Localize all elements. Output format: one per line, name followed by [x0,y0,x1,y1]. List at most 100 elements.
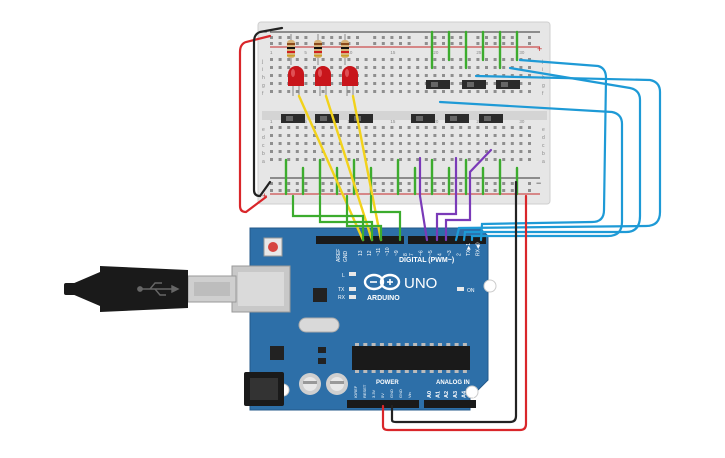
power-header [347,400,419,408]
row-letter: f [542,91,544,97]
slide-switch-top-1[interactable] [426,80,450,89]
purple-wires[interactable] [418,148,493,242]
slide-switch-top-2[interactable] [462,80,486,89]
arduino-logo-icon [363,273,401,291]
green-wires-to-board[interactable] [291,194,402,242]
led-l-icon [349,272,356,276]
digital-header-left [316,236,404,244]
row-letter: e [262,127,265,133]
column-number: 30 [519,119,525,124]
power-pin-label: GND [389,389,394,398]
resistor-3[interactable] [341,34,349,65]
power-label: POWER [376,380,399,386]
top-plus-label: + [537,44,542,54]
switch-channel-1[interactable] [281,114,305,123]
digital-pin-label: 4 [438,253,444,256]
row-letter: i [542,67,543,73]
capacitor-2 [326,373,348,395]
digital-pwm-label: DIGITAL (PWM~) [399,257,454,264]
led-1[interactable] [288,66,304,96]
switch-channel-4[interactable] [411,114,435,123]
uno-label: UNO [404,275,437,292]
regulator [270,346,284,360]
row-letter: d [542,135,545,141]
dc-power-jack[interactable] [244,372,284,406]
power-pin-label: 3.3V [371,389,376,398]
row-letter: c [542,143,545,149]
digital-pin-label: ~10 [385,247,391,256]
column-number: 20 [433,50,439,55]
led-tx-label: TX [338,287,345,293]
led-tx-icon [349,287,356,291]
led-on-icon [457,287,464,291]
switch-channel-3[interactable] [349,114,373,123]
switch-channel-5[interactable] [445,114,469,123]
gnd-label: GND [343,251,349,263]
analog-pin-label: A4 [461,390,467,398]
column-number: 5 [304,119,307,124]
crystal [298,317,340,333]
column-number: 20 [433,119,439,124]
slide-switch-top-3[interactable] [496,80,520,89]
analog-pin-label: A3 [453,391,459,398]
led-l-label: L [342,273,345,279]
usb-port[interactable] [231,265,291,313]
row-letter: j [261,59,263,65]
row-letter: b [542,151,545,157]
digital-pin-label: 12 [367,250,373,256]
usb-cable[interactable] [64,266,237,312]
row-letter: g [542,83,545,89]
digital-pin-label: ~9 [394,250,400,256]
column-number: 10 [347,50,353,55]
led-rx-label: RX [338,295,346,301]
column-number: 15 [390,119,396,124]
switch-channel-6[interactable] [479,114,503,123]
power-pin-label: GND [398,389,403,398]
digital-pin-label: 8 [403,253,409,256]
reset-button[interactable] [263,237,283,257]
usb-chip [313,288,327,302]
power-pin-label: RESET [362,384,367,398]
led-3[interactable] [342,66,358,96]
analog-pin-label: A2 [444,391,450,398]
switch-channel-2[interactable] [315,114,339,123]
digital-pin-label: RX◀0 [476,242,482,256]
led-rx-icon [349,295,356,299]
green-jumpers[interactable] [284,30,519,196]
usb-symbol-icon [137,282,180,296]
led-2[interactable] [315,66,331,96]
column-number: 15 [390,50,396,55]
capacitor-1 [299,373,321,395]
bottom-minus-label: − [536,178,541,188]
digital-pin-label: ~6 [419,250,425,256]
power-pin-label: IOREF [353,385,358,398]
analog-pin-label: A1 [436,391,442,398]
digital-pin-label: 2 [457,253,463,256]
column-number: 5 [304,50,307,55]
digital-pin-label: ~11 [376,248,382,256]
power-pin-label: Vin [407,392,412,398]
resistor-2[interactable] [314,34,322,65]
row-letter: e [542,127,545,133]
analog-header [424,400,476,408]
analog-in-label: ANALOG IN [436,380,470,386]
digital-pin-label: ~3 [447,250,453,256]
row-letter: f [262,91,264,97]
blue-wires[interactable] [438,58,662,242]
analog-pin-label: A0 [427,391,433,398]
row-letter: i [262,67,263,73]
digital-pin-label: TX▶1 [466,243,472,256]
row-letter: h [262,75,265,81]
aref-label: AREF [336,249,342,262]
row-letter: a [542,159,545,165]
row-letter: a [262,159,265,165]
digital-pin-label: 7 [409,253,415,256]
resistor-1[interactable] [287,34,295,65]
row-letter: d [262,135,265,141]
on-label: ON [467,288,475,294]
power-wires[interactable] [238,26,528,432]
column-number: 1 [270,50,273,55]
power-pin-label: 5V [380,393,385,398]
